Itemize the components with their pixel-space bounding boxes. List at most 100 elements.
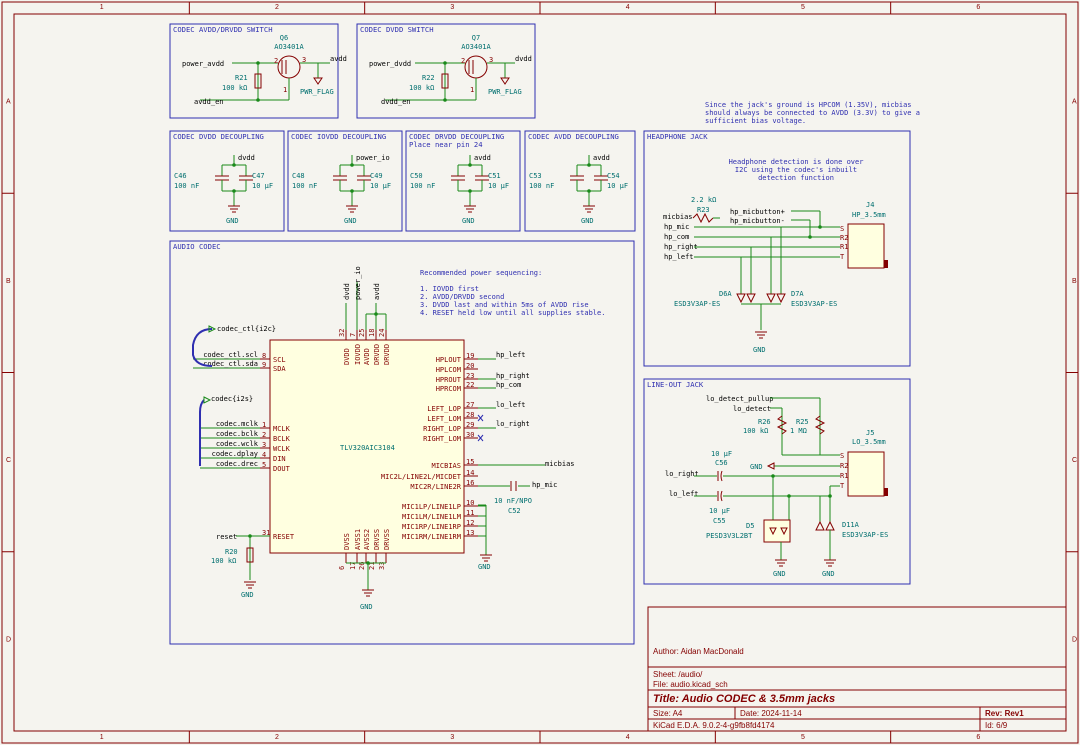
- svg-text:GND: GND: [344, 217, 357, 225]
- column-marker: 1: [100, 734, 104, 741]
- label: lo_right: [496, 420, 530, 428]
- ic-pin-label: DRVSS: [373, 529, 381, 550]
- ic-pin-label: HPLCOM: [436, 366, 461, 374]
- label: LINE-OUT JACK: [647, 380, 704, 389]
- label: PWR_FLAG: [488, 88, 522, 96]
- label: PESD3V3L2BT: [706, 532, 753, 540]
- label: lo_detect_pullup: [706, 395, 773, 403]
- label: dvdd: [515, 55, 532, 63]
- svg-text:12: 12: [466, 519, 474, 527]
- ic-pin-label: DRVDD: [373, 344, 381, 365]
- label: hp_right: [664, 243, 698, 251]
- svg-text:3: 3: [489, 56, 493, 64]
- row-marker: B: [1072, 278, 1077, 285]
- label: R2: [840, 462, 848, 470]
- ic-pin-label: DOUT: [273, 465, 291, 473]
- label: S: [840, 452, 844, 460]
- ic-pin-label: LEFT_LOP: [427, 405, 461, 413]
- column-marker: 2: [275, 734, 279, 741]
- label: TLV320AIC3104: [340, 444, 395, 452]
- file-name: File: audio.kicad_sch: [653, 680, 728, 689]
- svg-text:4: 4: [262, 451, 266, 459]
- label: power_io: [354, 266, 362, 300]
- label: hp_left: [496, 351, 526, 359]
- svg-text:CODEC AVDD DECOUPLING: CODEC AVDD DECOUPLING: [528, 132, 619, 141]
- svg-text:avdd: avdd: [593, 154, 610, 162]
- section-title: CODEC DVDD SWITCH: [360, 25, 434, 34]
- author: Author: Aidan MacDonald: [653, 647, 744, 656]
- label: Size: A4: [653, 709, 683, 718]
- net-label: codec.drec: [216, 460, 258, 468]
- label: GND: [478, 563, 491, 571]
- label: lo_right: [665, 470, 699, 478]
- title-block: Author: Aidan MacDonald Sheet: /audio/ F…: [647, 606, 1067, 732]
- section-audio-codec: AUDIO CODEC Recommended power sequencing…: [169, 240, 635, 645]
- row-marker: A: [1072, 99, 1077, 106]
- ic-pin-label: HPLOUT: [436, 356, 462, 364]
- label: T: [840, 253, 845, 261]
- net-avdd-en: avdd_en: [194, 98, 224, 106]
- svg-text:C51: C51: [488, 172, 501, 180]
- net-reset: reset: [216, 533, 237, 541]
- svg-text:15: 15: [466, 458, 474, 466]
- svg-text:C49: C49: [370, 172, 383, 180]
- svg-text:11: 11: [466, 509, 474, 517]
- net-power-avdd: power_avdd: [182, 60, 224, 68]
- ic-pin-label: MCLK: [273, 425, 291, 433]
- svg-text:31: 31: [262, 529, 270, 537]
- svg-text:avdd: avdd: [474, 154, 491, 162]
- label: GND: [753, 346, 766, 354]
- column-marker: 5: [801, 4, 805, 11]
- row-marker: C: [6, 457, 11, 464]
- svg-text:C54: C54: [607, 172, 620, 180]
- svg-text:32: 32: [338, 329, 346, 337]
- label: AO3401A: [274, 43, 304, 51]
- label: power_dvdd: [369, 60, 411, 68]
- column-marker: 4: [626, 4, 630, 11]
- svg-text:20: 20: [466, 362, 474, 370]
- svg-text:25: 25: [358, 329, 366, 337]
- ic-pin-label: MICBIAS: [431, 462, 461, 470]
- svg-text:3: 3: [302, 56, 306, 64]
- label: GND: [750, 463, 763, 471]
- ic-pin-label: DRVDD: [383, 344, 391, 365]
- label: avdd: [373, 283, 381, 300]
- column-marker: 4: [626, 734, 630, 741]
- section-line-out-jack: LINE-OUT JACK lo_detect_pullup lo_detect…: [643, 378, 911, 585]
- label: 100 kΩ: [211, 557, 236, 565]
- section-headphone-jack: Since the jack's ground is HPCOM (1.35V)…: [643, 101, 920, 367]
- svg-text:CODEC DVDD DECOUPLING: CODEC DVDD DECOUPLING: [173, 132, 264, 141]
- label: J4: [866, 201, 874, 209]
- label: C56: [715, 459, 728, 467]
- label: 100 kΩ: [409, 84, 434, 92]
- label: R2: [840, 234, 848, 242]
- label: hp_mic: [664, 223, 689, 231]
- label: AUDIO CODEC: [173, 242, 221, 251]
- label: 2.2 kΩ: [691, 196, 716, 204]
- label: Id: 6/9: [985, 721, 1008, 730]
- ic-pin-label: IOVDD: [354, 344, 362, 365]
- column-marker: 5: [801, 734, 805, 741]
- svg-text:10 µF: 10 µF: [488, 182, 509, 190]
- label: LO_3.5mm: [852, 438, 886, 446]
- label: Rev: Rev1: [985, 709, 1024, 718]
- sheet-name: Sheet: /audio/: [653, 670, 703, 679]
- svg-text:18: 18: [368, 329, 376, 337]
- svg-text:Place near pin 24: Place near pin 24: [409, 140, 483, 149]
- svg-text:21: 21: [368, 562, 376, 570]
- svg-text:1: 1: [470, 86, 474, 94]
- label: ESD3V3AP-ES: [674, 300, 720, 308]
- row-marker: C: [1072, 457, 1077, 464]
- svg-text:7: 7: [349, 333, 357, 337]
- ic-pin-label: HPRCOM: [436, 385, 461, 393]
- column-marker: 2: [275, 4, 279, 11]
- label: 3. DVDD last and within 5ms of AVDD rise: [420, 301, 589, 309]
- row-marker: B: [6, 278, 11, 285]
- svg-text:10 µF: 10 µF: [370, 182, 391, 190]
- pmos-q6-symbol: [277, 55, 301, 79]
- ic-pin-label: DRVSS: [383, 529, 391, 550]
- label: hp_right: [496, 372, 530, 380]
